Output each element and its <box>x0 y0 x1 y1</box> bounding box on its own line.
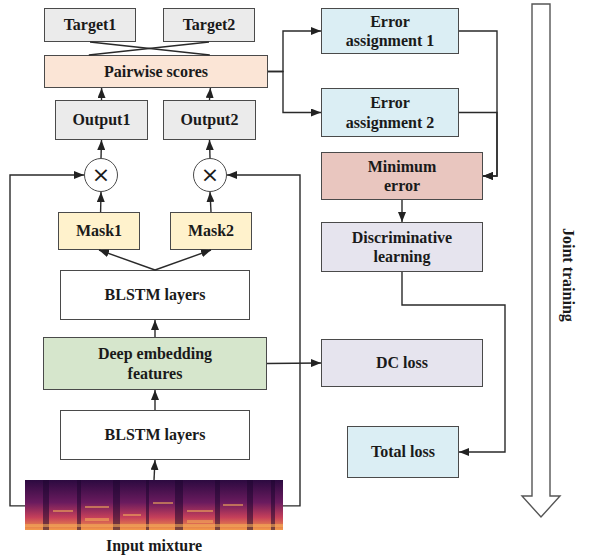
node-label: Error assignment 1 <box>335 12 445 50</box>
flow-connector <box>209 140 211 158</box>
node-label: Mask1 <box>76 221 122 240</box>
node-label: × <box>201 164 219 186</box>
node-label: Output2 <box>181 110 239 129</box>
node-label: Pairwise scores <box>104 62 208 81</box>
spectrogram-harmonics <box>25 502 283 527</box>
process-box: Minimum error <box>321 152 483 200</box>
mask-box: Mask1 <box>58 212 140 250</box>
flow-connector <box>155 250 211 270</box>
process-box: Discriminative learning <box>321 222 483 272</box>
process-band: Pairwise scores <box>44 55 268 88</box>
input-spectrogram: Input mixture <box>25 480 283 554</box>
flow-connector <box>154 390 155 410</box>
mask-box: Mask2 <box>170 212 252 250</box>
flow-connector <box>268 72 321 113</box>
node-label: Total loss <box>371 442 435 461</box>
flow-connector <box>267 362 321 364</box>
process-box: Error assignment 1 <box>321 8 459 54</box>
flow-connector <box>100 192 102 212</box>
spectrogram-gaps <box>43 480 275 530</box>
spectrogram-background <box>25 480 283 530</box>
node-label: Error assignment 2 <box>335 93 445 131</box>
annotation-label: Joint training <box>559 228 577 322</box>
spectrogram-image <box>25 480 283 530</box>
target-box: Target2 <box>163 8 255 42</box>
node-label: Output1 <box>73 110 131 129</box>
node-label: DC loss <box>376 353 428 372</box>
flow-connector <box>401 200 402 222</box>
output-box: Output1 <box>55 100 148 140</box>
loss-box: DC loss <box>321 339 483 387</box>
flow-connector <box>101 88 102 100</box>
flow-connector <box>89 42 209 55</box>
node-label: BLSTM layers <box>105 425 206 444</box>
feature-box: Deep embedding features <box>43 337 267 390</box>
loss-box: Total loss <box>347 426 459 478</box>
node-label: Discriminative learning <box>342 228 462 266</box>
hollow-arrow-shape <box>522 4 560 517</box>
network-box: BLSTM layers <box>60 270 250 320</box>
flow-connector <box>268 31 321 72</box>
node-label: Target2 <box>183 15 236 34</box>
flow-connector <box>154 460 155 480</box>
node-label: Deep embedding features <box>75 344 235 382</box>
flow-connector <box>90 42 210 55</box>
flow-connector <box>100 140 102 158</box>
flow-connector <box>99 250 155 270</box>
flow-connector <box>209 88 211 100</box>
multiply-circle: × <box>193 158 227 192</box>
network-box: BLSTM layers <box>60 410 250 460</box>
flow-connector <box>154 320 155 337</box>
node-label: Mask2 <box>188 221 234 240</box>
output-box: Output2 <box>163 100 256 140</box>
node-label: Target1 <box>64 15 117 34</box>
multiply-circle: × <box>84 158 118 192</box>
node-label: × <box>92 164 110 186</box>
target-box: Target1 <box>44 8 136 42</box>
node-label: Minimum error <box>357 157 447 195</box>
caption-text: Input mixture <box>106 536 202 555</box>
process-box: Error assignment 2 <box>321 88 459 137</box>
node-label: BLSTM layers <box>105 285 206 304</box>
flow-connector <box>210 192 211 212</box>
